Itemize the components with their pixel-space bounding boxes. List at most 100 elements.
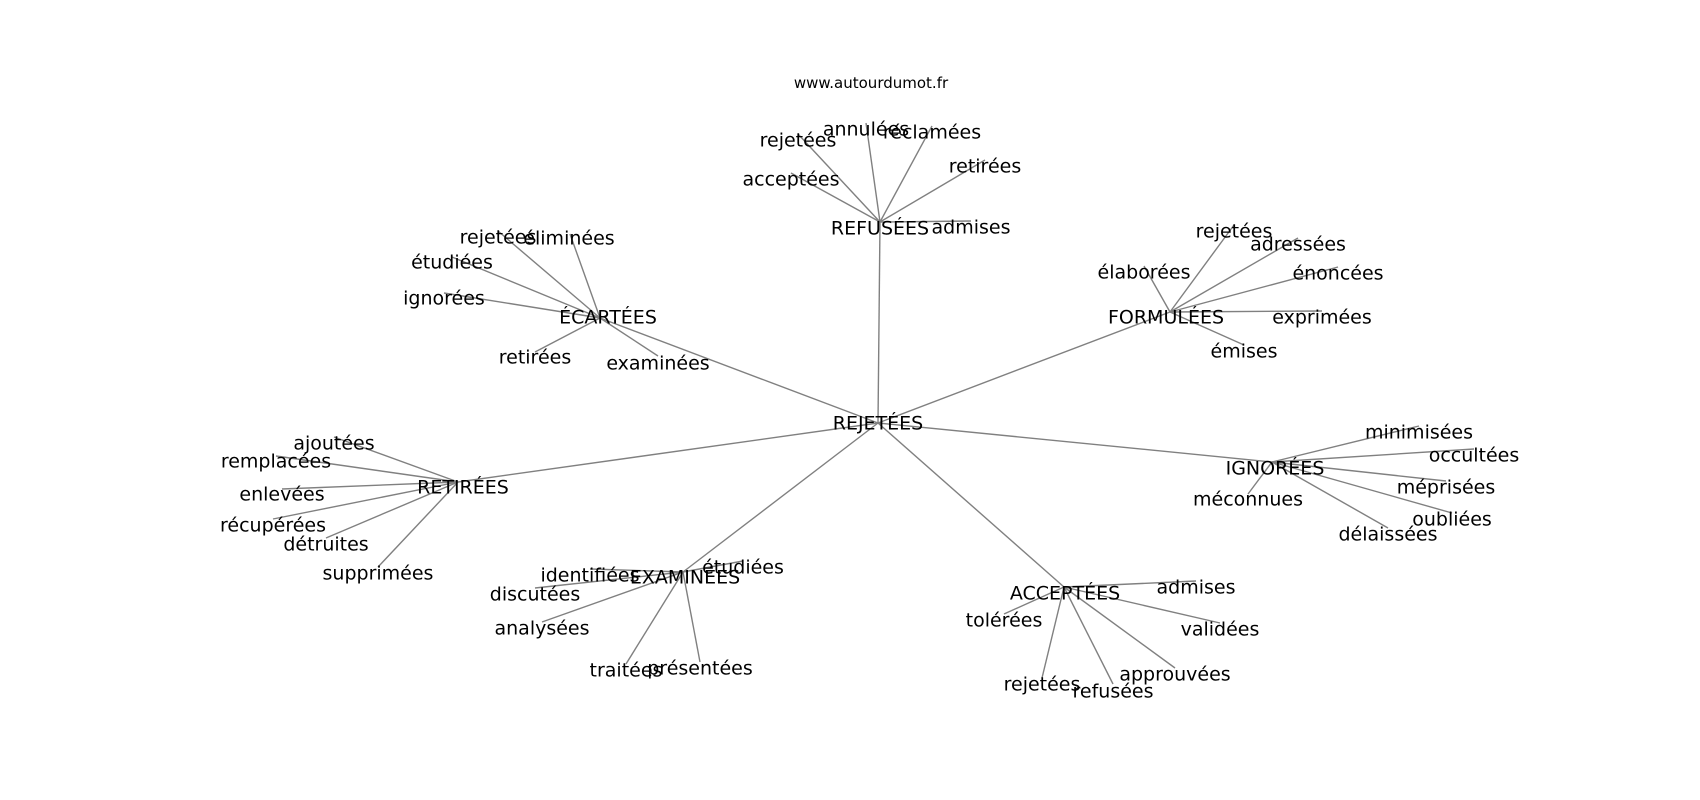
leaf-node[interactable]: éliminées [523,228,614,250]
edge-cluster-2-leaf-3 [1169,266,1339,313]
edge-cluster-3-leaf-2 [281,481,459,490]
cluster-node[interactable]: ÉCARTÉES [559,306,657,329]
leaf-node[interactable]: retirées [499,347,571,369]
leaf-node[interactable]: supprimées [323,563,434,585]
leaf-node[interactable]: admises [1157,577,1236,599]
edge-cluster-4-leaf-4 [1271,461,1453,514]
leaf-node[interactable]: examinées [606,353,709,375]
leaf-node[interactable]: réclamées [883,122,981,144]
edge-cluster-0-leaf-1 [879,125,933,223]
edge-cluster-4-leaf-2 [1247,461,1273,495]
leaf-node[interactable]: discutées [490,584,580,606]
edge-cluster-3-leaf-5 [377,481,459,568]
leaf-node[interactable]: minimisées [1365,422,1473,444]
leaf-node[interactable]: oubliées [1412,509,1492,531]
leaf-node[interactable]: énoncées [1292,263,1383,285]
edge-center-to-cluster-3 [457,422,879,483]
leaf-node[interactable]: détruites [283,534,368,556]
cluster-node[interactable]: IGNORÉES [1226,457,1325,480]
edge-center-to-cluster-5 [682,422,879,573]
edge-cluster-2-leaf-1 [1169,237,1299,313]
leaf-node[interactable]: identifiées [540,565,639,587]
edge-cluster-1-leaf-3 [443,292,601,319]
leaf-node[interactable]: méconnues [1193,489,1303,511]
leaf-node[interactable]: ajoutées [293,433,374,455]
edge-cluster-2-leaf-0 [1169,224,1235,313]
edge-cluster-0-leaf-3 [879,159,986,223]
leaf-node[interactable]: émises [1211,341,1278,363]
edge-cluster-6-leaf-4 [1041,586,1065,679]
leaf-node[interactable]: adressées [1250,234,1346,256]
edge-cluster-6-leaf-0 [1063,580,1197,588]
leaf-node[interactable]: remplacées [221,451,331,473]
leaf-node[interactable]: tolérées [966,610,1043,632]
leaf-node[interactable]: analysées [494,618,589,640]
edge-cluster-1-leaf-1 [569,233,601,319]
edge-cluster-3-leaf-0 [333,436,459,483]
center-node[interactable]: REJETÉES [833,412,924,435]
leaf-node[interactable]: exprimées [1272,307,1372,329]
leaf-node[interactable]: récupérées [220,515,326,537]
edge-cluster-6-leaf-3 [1063,586,1176,669]
edge-cluster-0-leaf-2 [797,133,881,223]
leaf-node[interactable]: approuvées [1119,664,1230,686]
edge-cluster-1-leaf-0 [497,230,601,319]
leaf-node[interactable]: rejetées [1196,221,1273,243]
edge-cluster-4-leaf-0 [1271,425,1420,463]
cluster-node[interactable]: EXAMINÉES [630,566,740,589]
edge-cluster-0-leaf-4 [790,172,881,223]
cluster-node[interactable]: FORMULÉES [1108,306,1224,329]
leaf-node[interactable]: enlevées [239,484,324,506]
leaf-node[interactable]: admises [932,217,1011,239]
leaf-node[interactable]: méprisées [1397,477,1496,499]
edge-cluster-4-leaf-1 [1271,448,1475,463]
edge-cluster-1-leaf-5 [599,317,659,357]
edge-cluster-5-leaf-0 [589,568,684,573]
leaf-node[interactable]: retirées [949,156,1021,178]
leaf-node[interactable]: délaissées [1338,524,1437,546]
leaf-node[interactable]: étudiées [702,557,784,579]
leaf-node[interactable]: validées [1181,619,1260,641]
edge-cluster-2-leaf-5 [1169,311,1245,346]
leaf-node[interactable]: occultées [1429,445,1520,467]
edge-cluster-1-leaf-4 [534,317,601,353]
leaf-node[interactable]: annulées [823,119,909,141]
edge-cluster-3-leaf-1 [275,455,459,483]
edge-cluster-5-leaf-1 [682,560,744,573]
leaf-node[interactable]: rejetées [460,227,537,249]
leaf-node[interactable]: étudiées [411,252,493,274]
leaf-node[interactable]: ignorées [403,288,485,310]
edge-cluster-6-leaf-2 [1063,586,1221,624]
edge-cluster-6-leaf-1 [1003,586,1065,615]
edge-cluster-4-leaf-5 [1271,461,1389,529]
edge-cluster-5-leaf-4 [625,571,684,665]
edge-center-to-cluster-2 [877,311,1171,424]
cluster-node[interactable]: REFUSÉES [831,217,929,240]
edge-cluster-5-leaf-5 [682,571,701,663]
cluster-node[interactable]: ACCEPTÉES [1010,582,1120,605]
edge-center-to-cluster-4 [877,422,1273,463]
edge-cluster-1-leaf-2 [451,256,601,319]
cluster-node[interactable]: RETIRÉES [417,476,509,499]
leaf-node[interactable]: rejetées [1004,674,1081,696]
leaf-node[interactable]: élaborées [1098,262,1191,284]
edge-cluster-5-leaf-2 [534,571,684,589]
edge-cluster-5-leaf-3 [541,571,684,623]
graph-edges [272,122,1475,685]
site-url: www.autourdumot.fr [794,74,949,92]
edge-cluster-2-leaf-2 [1143,265,1171,313]
edge-cluster-0-leaf-0 [865,122,881,223]
edge-cluster-4-leaf-3 [1271,461,1447,482]
edge-cluster-2-leaf-4 [1169,310,1323,313]
leaf-node[interactable]: traitées [590,660,663,682]
leaf-node[interactable]: refusées [1073,681,1154,703]
edge-cluster-6-leaf-5 [1063,586,1114,685]
leaf-node[interactable]: rejetées [760,130,837,152]
edge-cluster-0-leaf-5 [879,220,972,223]
leaf-node[interactable]: présentées [647,658,753,680]
leaf-node[interactable]: acceptées [742,169,839,191]
edge-center-to-cluster-1 [599,317,879,424]
edge-cluster-3-leaf-3 [272,481,459,520]
